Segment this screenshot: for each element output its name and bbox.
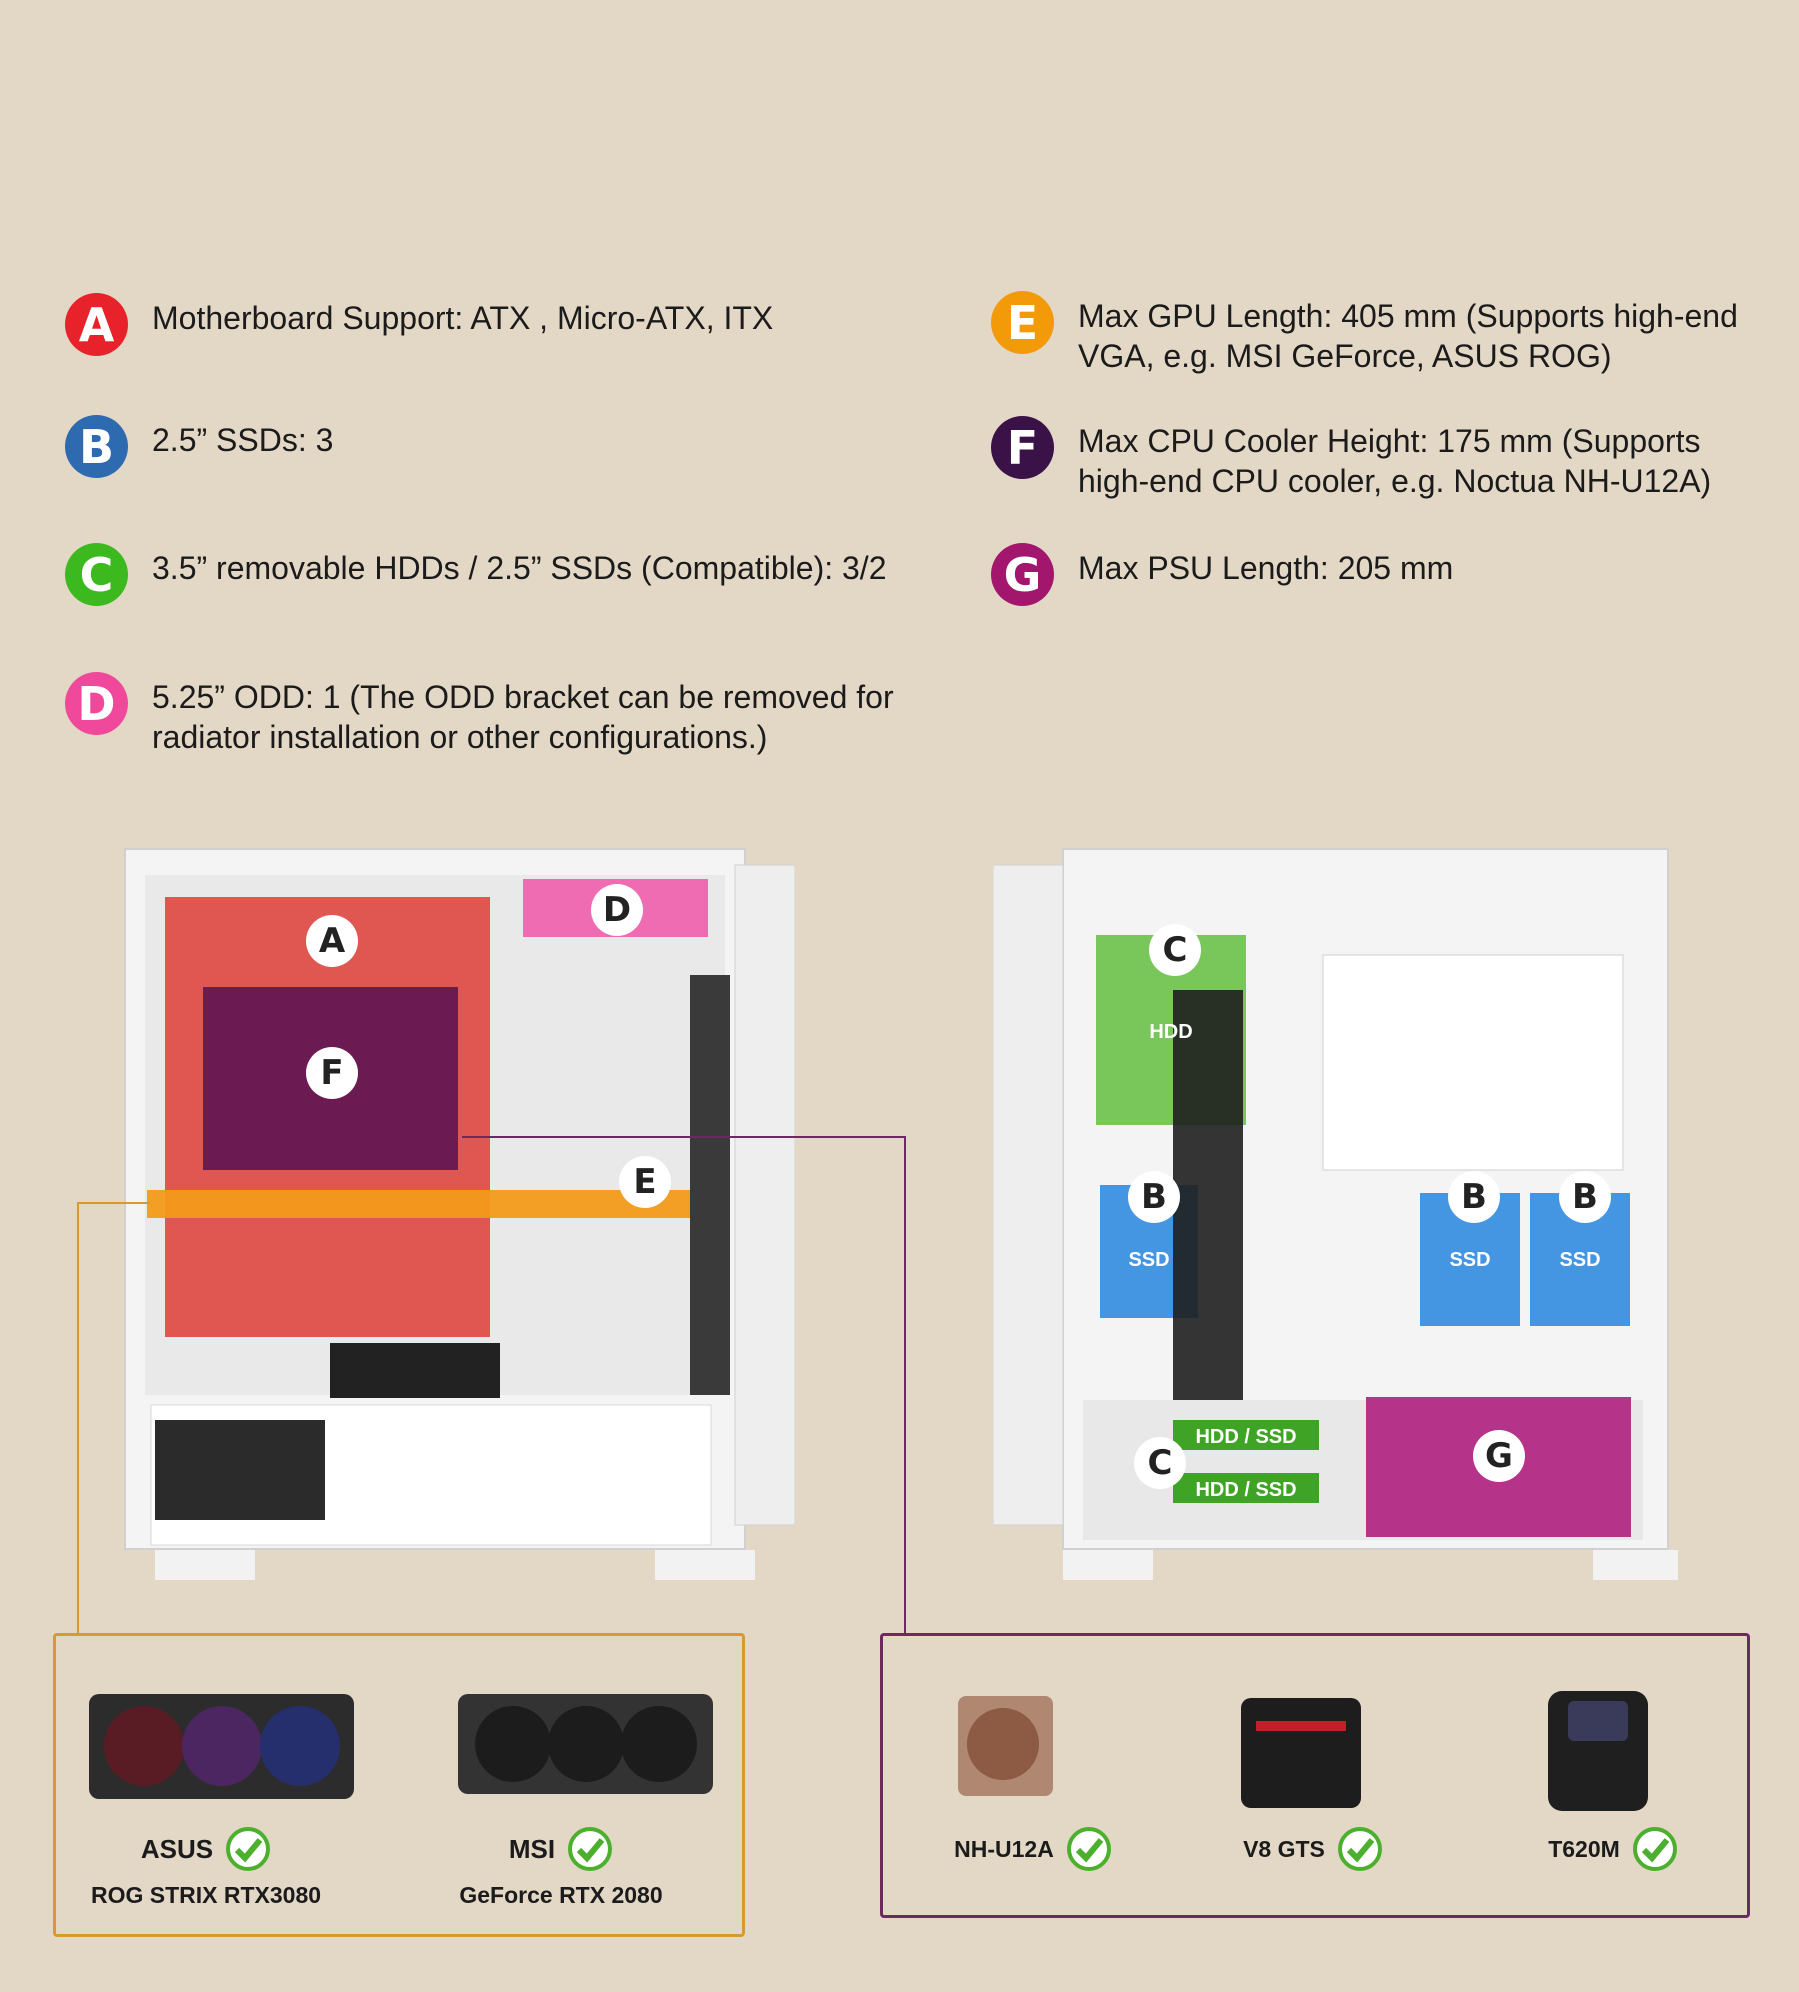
cooler-image-t620m bbox=[1548, 1691, 1648, 1811]
gpu-msi-brand: MSI bbox=[509, 1826, 613, 1872]
badge-d: D bbox=[65, 672, 128, 735]
callout-front-e: E bbox=[619, 1156, 671, 1208]
callout-front-a: A bbox=[306, 915, 358, 967]
zone-label-ssd-3: SSD bbox=[1559, 1249, 1601, 1271]
gpu-asus-brand-label: ASUS bbox=[140, 1833, 214, 1864]
gpu-msi-brand-label: MSI bbox=[508, 1833, 556, 1864]
gpu-compat-box: ASUS ROG STRIX RTX3080 MSI GeForce RTX 2… bbox=[53, 1633, 745, 1937]
gpu-asus-brand: ASUS bbox=[141, 1826, 271, 1872]
spec-f-text: Max CPU Cooler Height: 175 mm (Supports … bbox=[1078, 423, 1712, 499]
callout-rear-b-3: B bbox=[1559, 1171, 1611, 1223]
spec-d: D 5.25” ODD: 1 (The ODD bracket can be r… bbox=[65, 672, 942, 757]
spec-b-text: 2.5” SSDs: 3 bbox=[152, 422, 334, 458]
zone-label-ssd-2: SSD bbox=[1449, 1249, 1491, 1271]
gpu-image-asus bbox=[89, 1694, 354, 1799]
spec-a: A Motherboard Support: ATX , Micro-ATX, … bbox=[65, 293, 972, 356]
check-icon bbox=[1337, 1827, 1382, 1871]
callout-rear-g: G bbox=[1473, 1430, 1525, 1482]
cooler-v8-gts-label: V8 GTS bbox=[1243, 1835, 1325, 1862]
callout-rear-c-1: C bbox=[1149, 924, 1201, 976]
gpu-asus: ASUS ROG STRIX RTX3080 bbox=[76, 1826, 336, 1909]
cooler-v8-gts-name: V8 GTS bbox=[1243, 1826, 1383, 1872]
badge-f: F bbox=[991, 416, 1054, 479]
check-icon bbox=[1632, 1827, 1677, 1871]
cooler-t620m: T620M bbox=[1533, 1826, 1693, 1872]
check-icon bbox=[1066, 1827, 1111, 1871]
spec-f: F Max CPU Cooler Height: 175 mm (Support… bbox=[991, 416, 1778, 501]
cooler-image-nh-u12a bbox=[958, 1696, 1053, 1796]
cooler-nh-u12a-name: NH-U12A bbox=[954, 1826, 1112, 1872]
zone-label-hdd-ssd-1: HDD / SSD bbox=[1195, 1426, 1297, 1448]
callout-front-f: F bbox=[306, 1047, 358, 1099]
badge-c: C bbox=[65, 543, 128, 606]
gpu-asus-model: ROG STRIX RTX3080 bbox=[90, 1882, 322, 1908]
cooler-t620m-label: T620M bbox=[1548, 1835, 1620, 1862]
spec-b: B 2.5” SSDs: 3 bbox=[65, 415, 972, 478]
badge-g: G bbox=[991, 543, 1054, 606]
callout-rear-b-2: B bbox=[1448, 1171, 1500, 1223]
spec-g-text: Max PSU Length: 205 mm bbox=[1078, 550, 1454, 586]
cooler-v8-gts: V8 GTS bbox=[1233, 1826, 1393, 1872]
zone-label-hdd-ssd-2: HDD / SSD bbox=[1195, 1479, 1297, 1501]
badge-b: B bbox=[65, 415, 128, 478]
spec-e: E Max GPU Length: 405 mm (Supports high-… bbox=[991, 291, 1778, 376]
check-icon bbox=[568, 1827, 613, 1871]
cooler-nh-u12a: NH-U12A bbox=[943, 1826, 1123, 1872]
zone-label-ssd-1: SSD bbox=[1128, 1249, 1170, 1271]
spec-a-text: Motherboard Support: ATX , Micro-ATX, IT… bbox=[152, 300, 774, 336]
spec-g: G Max PSU Length: 205 mm bbox=[991, 543, 1778, 606]
gpu-msi-model: GeForce RTX 2080 bbox=[459, 1882, 663, 1908]
zone-label-hdd: HDD bbox=[1149, 1021, 1193, 1043]
badge-a: A bbox=[65, 293, 128, 356]
cooler-image-v8-gts bbox=[1241, 1698, 1361, 1808]
spec-d-text: 5.25” ODD: 1 (The ODD bracket can be rem… bbox=[152, 679, 894, 755]
callout-rear-b-1: B bbox=[1128, 1171, 1180, 1223]
spec-c-text: 3.5” removable HDDs / 2.5” SSDs (Compati… bbox=[152, 550, 887, 586]
callout-front-d: D bbox=[591, 884, 643, 936]
gpu-msi: MSI GeForce RTX 2080 bbox=[451, 1826, 671, 1909]
callout-rear-c-2: C bbox=[1134, 1437, 1186, 1489]
badge-e: E bbox=[991, 291, 1054, 354]
check-icon bbox=[226, 1827, 271, 1871]
cooler-t620m-name: T620M bbox=[1548, 1826, 1678, 1872]
spec-c: C 3.5” removable HDDs / 2.5” SSDs (Compa… bbox=[65, 543, 972, 606]
spec-e-text: Max GPU Length: 405 mm (Supports high-en… bbox=[1078, 298, 1738, 374]
gpu-image-msi bbox=[458, 1694, 713, 1794]
cooler-compat-box: NH-U12A V8 GTS T620M bbox=[880, 1633, 1750, 1918]
cooler-nh-u12a-label: NH-U12A bbox=[954, 1835, 1054, 1862]
